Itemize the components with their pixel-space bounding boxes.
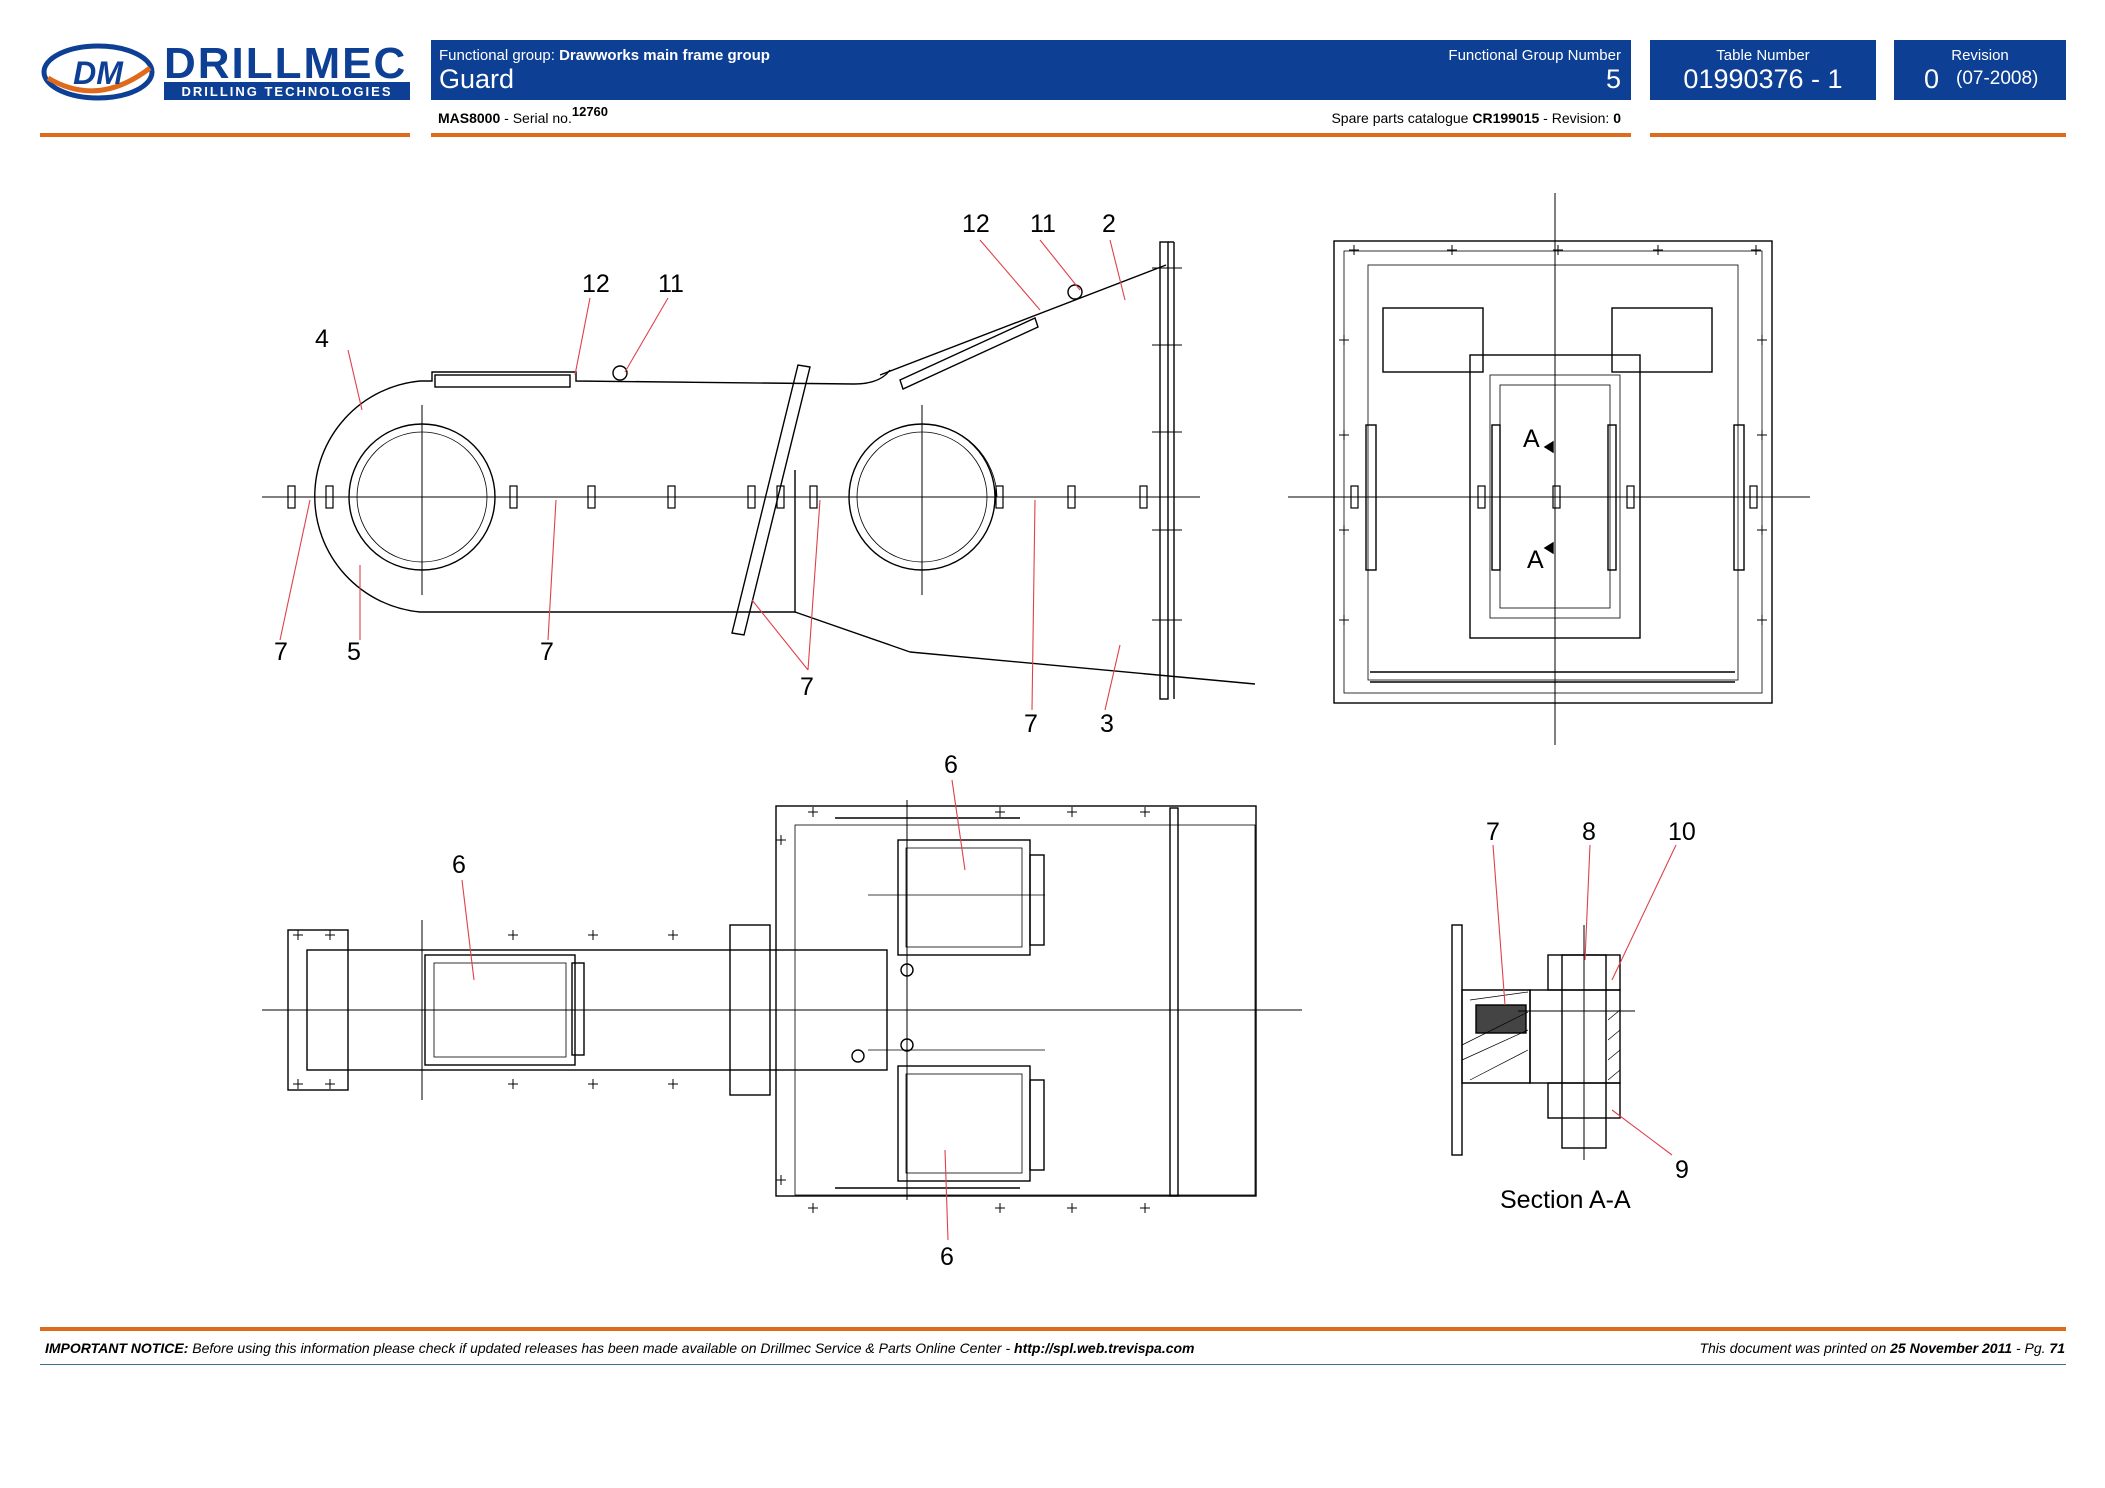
catalogue-revision-value: 0 bbox=[1613, 110, 1621, 126]
logo-graphic: DM DRILLMEC DRILLING TECHNOLOGIES bbox=[41, 39, 410, 101]
notice-label: IMPORTANT NOTICE: bbox=[45, 1340, 189, 1356]
callout-7-c: 7 bbox=[800, 673, 814, 701]
logo-underline bbox=[40, 133, 410, 137]
section-aa-view bbox=[1451, 924, 1635, 1160]
serial-label: - Serial no. bbox=[504, 110, 572, 126]
logo-monogram: DM bbox=[73, 55, 124, 91]
table-number-value: 01990376 - 1 bbox=[1683, 64, 1843, 94]
notice-text: Before using this information please che… bbox=[192, 1340, 1011, 1356]
serial-number: 12760 bbox=[571, 104, 609, 119]
side-elevation-view bbox=[262, 241, 1256, 700]
section-title: Section A-A bbox=[1500, 1186, 1631, 1214]
callout-12-right: 12 bbox=[962, 210, 990, 238]
catalogue-revision-label: - Revision: bbox=[1543, 110, 1610, 126]
catalogue-line: Spare parts catalogue CR199015 - Revisio… bbox=[1331, 110, 1621, 126]
model-serial-line: MAS8000 - Serial no.12760 bbox=[438, 104, 608, 126]
page-prefix: - Pg. bbox=[2015, 1340, 2046, 1356]
print-info: This document was printed on 25 November… bbox=[1699, 1340, 2065, 1356]
functional-group-value: Drawworks main frame group bbox=[559, 47, 770, 64]
callout-8: 8 bbox=[1582, 818, 1596, 846]
revision-label: Revision bbox=[1951, 47, 2009, 64]
callout-3: 3 bbox=[1100, 710, 1114, 738]
section-marker-upper: A bbox=[1523, 425, 1540, 453]
section-marker-lower: A bbox=[1527, 546, 1544, 574]
front-elevation-view bbox=[1288, 193, 1810, 745]
title-underline bbox=[431, 133, 1631, 137]
group-number-label: Functional Group Number bbox=[1448, 47, 1621, 64]
logo-wordmark: DRILLMEC bbox=[164, 39, 407, 88]
catalogue-code: CR199015 bbox=[1472, 110, 1540, 126]
callout-6-top: 6 bbox=[944, 751, 958, 779]
functional-group-line: Functional group: Drawworks main frame g… bbox=[439, 47, 770, 64]
callout-11-left: 11 bbox=[658, 270, 684, 298]
callout-7-b: 7 bbox=[540, 638, 554, 666]
printed-date: 25 November 2011 bbox=[1890, 1340, 2013, 1356]
callout-11-right: 11 bbox=[1030, 210, 1056, 238]
table-underline bbox=[1650, 133, 2066, 137]
callout-10: 10 bbox=[1668, 818, 1696, 846]
callout-6-bottom: 6 bbox=[940, 1243, 954, 1271]
page-number: 71 bbox=[2049, 1340, 2065, 1356]
callout-2: 2 bbox=[1102, 210, 1116, 238]
callout-9: 9 bbox=[1675, 1156, 1689, 1184]
group-number-value: 5 bbox=[1605, 64, 1621, 94]
plan-view bbox=[262, 800, 1302, 1213]
page-title: Guard bbox=[439, 64, 515, 94]
table-number-band: Table Number 01990376 - 1 bbox=[1650, 40, 1876, 100]
catalogue-label: Spare parts catalogue bbox=[1331, 110, 1469, 126]
notice-url[interactable]: http://spl.web.trevispa.com bbox=[1014, 1340, 1195, 1356]
revision-band: Revision 0 (07-2008) bbox=[1894, 40, 2066, 100]
callout-12-left: 12 bbox=[582, 270, 610, 298]
callout-6-left: 6 bbox=[452, 851, 466, 879]
important-notice: IMPORTANT NOTICE: Before using this info… bbox=[45, 1340, 1195, 1356]
callout-4: 4 bbox=[315, 325, 329, 353]
callout-7-d: 7 bbox=[1024, 710, 1038, 738]
revision-value: 0 bbox=[1924, 64, 1940, 94]
table-number-label: Table Number bbox=[1716, 47, 1810, 64]
footer-bottom-rule bbox=[40, 1364, 2066, 1365]
footer-top-rule bbox=[40, 1327, 2066, 1331]
leader-lines bbox=[279, 239, 1677, 1241]
callout-5: 5 bbox=[347, 638, 361, 666]
revision-date: (07-2008) bbox=[1956, 68, 2039, 89]
drillmec-logo: DM DRILLMEC DRILLING TECHNOLOGIES bbox=[40, 38, 412, 104]
functional-group-label: Functional group: bbox=[439, 47, 555, 64]
callout-7-a: 7 bbox=[274, 638, 288, 666]
model-name: MAS8000 bbox=[438, 110, 501, 126]
printed-prefix: This document was printed on bbox=[1699, 1340, 1887, 1356]
callout-labels: 4 12 11 12 11 2 7 5 7 7 7 3 6 6 6 7 8 10… bbox=[274, 210, 1696, 1271]
logo-tagline: DRILLING TECHNOLOGIES bbox=[182, 84, 393, 99]
callout-7-section: 7 bbox=[1486, 818, 1500, 846]
title-band: Functional group: Drawworks main frame g… bbox=[431, 40, 1631, 100]
